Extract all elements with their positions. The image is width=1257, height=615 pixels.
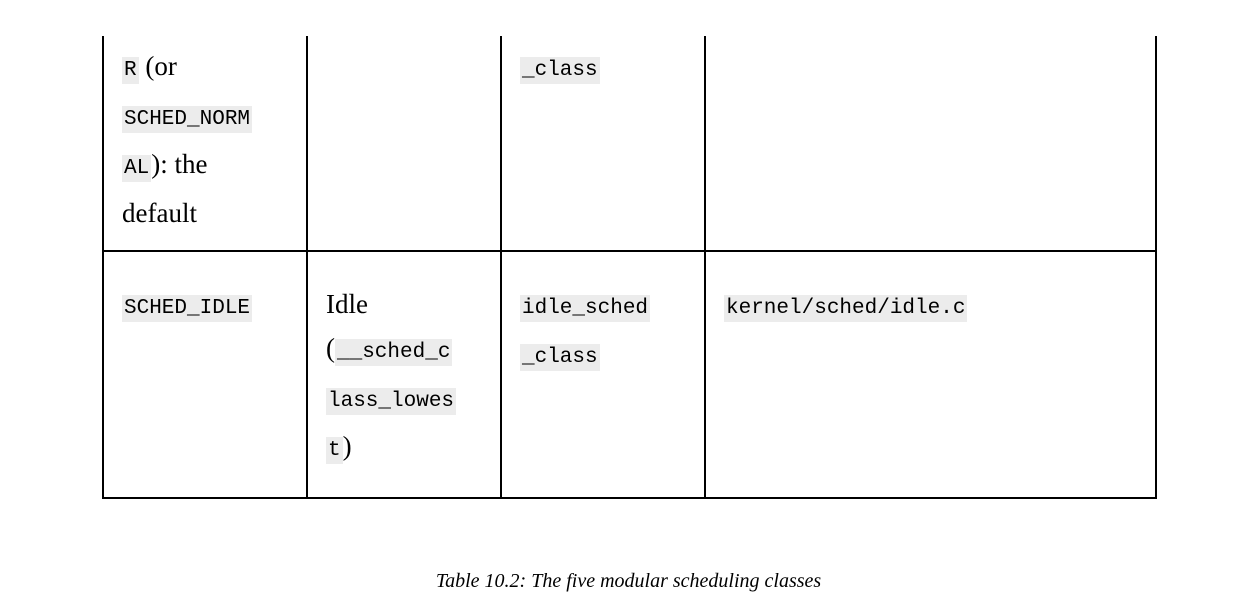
priority-cell xyxy=(306,36,502,252)
code-fragment: AL xyxy=(122,155,152,182)
class-cell: _class xyxy=(500,36,706,252)
code-fragment: kernel/sched/idle.c xyxy=(724,295,968,322)
code-fragment: idle_sched xyxy=(520,295,651,322)
table-row: SCHED_IDLE Idle (__sched_c lass_lowes t)… xyxy=(102,251,1157,499)
code-fragment: SCHED_IDLE xyxy=(122,295,253,322)
cell-text: Idle xyxy=(326,289,368,319)
cell-text: default xyxy=(122,198,197,228)
class-cell: idle_sched _class xyxy=(500,251,706,499)
scheduling-classes-table: R (or SCHED_NORM AL): the default _class… xyxy=(102,36,1157,499)
code-fragment: _class xyxy=(520,57,600,84)
cell-text: ( xyxy=(326,333,335,363)
code-fragment: __sched_c xyxy=(335,339,453,366)
policy-cell: SCHED_IDLE xyxy=(102,251,308,499)
priority-cell: Idle (__sched_c lass_lowes t) xyxy=(306,251,502,499)
table-caption: Table 10.2: The five modular scheduling … xyxy=(435,570,822,592)
cell-text: ) xyxy=(342,431,352,461)
code-fragment: _class xyxy=(520,344,600,371)
code-fragment: SCHED_NORM xyxy=(122,106,253,133)
cell-text: (or xyxy=(138,51,177,81)
policy-cell: R (or SCHED_NORM AL): the default xyxy=(102,36,308,252)
source-cell: kernel/sched/idle.c xyxy=(704,251,1157,499)
table-row: R (or SCHED_NORM AL): the default _class xyxy=(102,36,1157,252)
source-cell xyxy=(704,36,1157,252)
code-fragment: R xyxy=(122,57,139,84)
cell-text: ): the xyxy=(151,149,208,179)
code-fragment: t xyxy=(326,437,343,464)
code-fragment: lass_lowes xyxy=(326,388,457,415)
